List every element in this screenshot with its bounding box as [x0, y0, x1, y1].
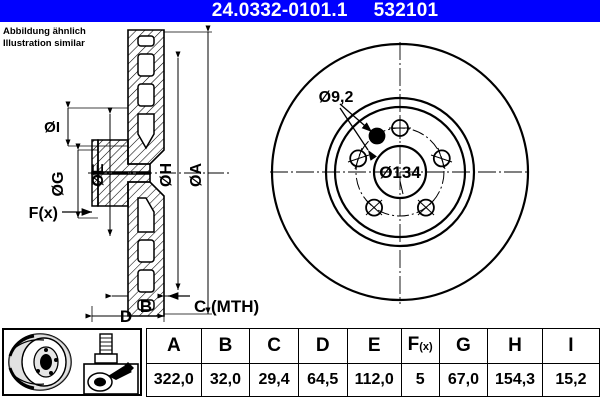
- dimension-label-c-mth: C (MTH): [194, 297, 259, 316]
- dimension-label-dia-i: ØI: [44, 119, 60, 136]
- table-cell-value: 67,0: [438, 363, 489, 397]
- dimension-label-hole-dia: Ø9,2: [319, 89, 354, 106]
- technical-drawing: ØI ØG ØE ØH: [0, 22, 600, 324]
- table-cell-value: 154,3: [487, 363, 543, 397]
- bottom-bar: A B C D E F(x) G H I 322,0 32,0 29,4 64,…: [0, 328, 600, 398]
- bolt-hole: [365, 198, 384, 217]
- illustration-note-de: Abbildung ähnlich: [3, 26, 86, 37]
- dimension-label-bolt-circle: Ø134: [379, 163, 421, 182]
- dimension-bolt-circle: Ø134: [379, 163, 421, 195]
- column-header: I: [541, 328, 600, 364]
- table-cell-value: 112,0: [346, 363, 402, 397]
- dimension-b: B: [105, 288, 180, 316]
- dimension-dia-g: ØG: [50, 143, 98, 219]
- column-header: G: [438, 328, 489, 364]
- dimension-label-d: D: [120, 307, 132, 324]
- column-header: F(x): [400, 328, 440, 364]
- bolt-hole: [416, 198, 435, 217]
- table-cell-value: 322,0: [146, 363, 202, 397]
- reference-number: 532101: [373, 0, 439, 21]
- illustration-note-en: Illustration similar: [3, 37, 85, 49]
- dimension-c-mth: C (MTH): [168, 292, 259, 316]
- dimension-label-b: B: [140, 297, 152, 316]
- table-value-row: 322,0 32,0 29,4 64,5 112,0 5 67,0 154,3 …: [146, 363, 600, 397]
- dimension-label-dia-h: ØH: [158, 163, 175, 187]
- column-header: A: [146, 328, 202, 364]
- dimension-dia-i: ØI: [44, 101, 128, 147]
- disc-hat-outer-circle: [324, 96, 476, 248]
- dimension-label-dia-a: ØA: [188, 163, 205, 187]
- dimension-force-fx: F(x): [29, 205, 92, 222]
- dimension-label-dia-g: ØG: [50, 172, 67, 197]
- bolt-icon: [94, 333, 118, 364]
- table-cell-value: 5: [400, 363, 440, 397]
- cross-section-view: ØI ØG ØE ØH: [29, 25, 259, 324]
- torque-tool-icon: [83, 362, 139, 394]
- column-header: H: [487, 328, 543, 364]
- dimension-label-dia-e: ØE: [90, 163, 107, 186]
- dimension-hole-dia: Ø9,2: [319, 89, 378, 161]
- bolt-hole: [430, 147, 453, 170]
- dimension-dia-h: ØH: [158, 51, 181, 290]
- bolt-hole: [347, 147, 370, 170]
- part-number: 24.0332-0101.1: [211, 0, 348, 21]
- table-cell-value: 29,4: [249, 363, 299, 397]
- dimension-dia-e: ØE: [90, 107, 113, 236]
- disc-hat-inner-circle: [333, 105, 467, 239]
- table-header-row: A B C D E F(x) G H I: [146, 328, 600, 364]
- disc-outer-circle: [270, 42, 530, 302]
- dimension-dia-a: ØA: [164, 25, 212, 315]
- dimension-label-force-fx: F(x): [29, 205, 58, 222]
- disc-centre-bore: [372, 144, 428, 200]
- specification-table: A B C D E F(x) G H I 322,0 32,0 29,4 64,…: [146, 328, 600, 397]
- table-cell-value: 15,2: [541, 363, 600, 397]
- column-header: D: [297, 328, 348, 364]
- table-cell-value: 64,5: [297, 363, 348, 397]
- column-header: E: [346, 328, 402, 364]
- illustration-note: Abbildung ähnlich Illustration similar: [3, 26, 86, 49]
- brake-disc-icon: [8, 333, 72, 391]
- title-bar: 24.0332-0101.1 532101: [0, 0, 600, 22]
- front-view: Ø9,2 Ø134: [270, 42, 530, 304]
- column-header: B: [200, 328, 251, 364]
- icon-panel: [2, 328, 142, 396]
- dimension-d: D: [85, 306, 165, 324]
- title-bar-content: 24.0332-0101.1 532101: [0, 0, 600, 22]
- table-cell-value: 32,0: [200, 363, 251, 397]
- bolt-hole: [389, 117, 411, 139]
- locating-hole: [368, 127, 386, 145]
- column-header: C: [249, 328, 299, 364]
